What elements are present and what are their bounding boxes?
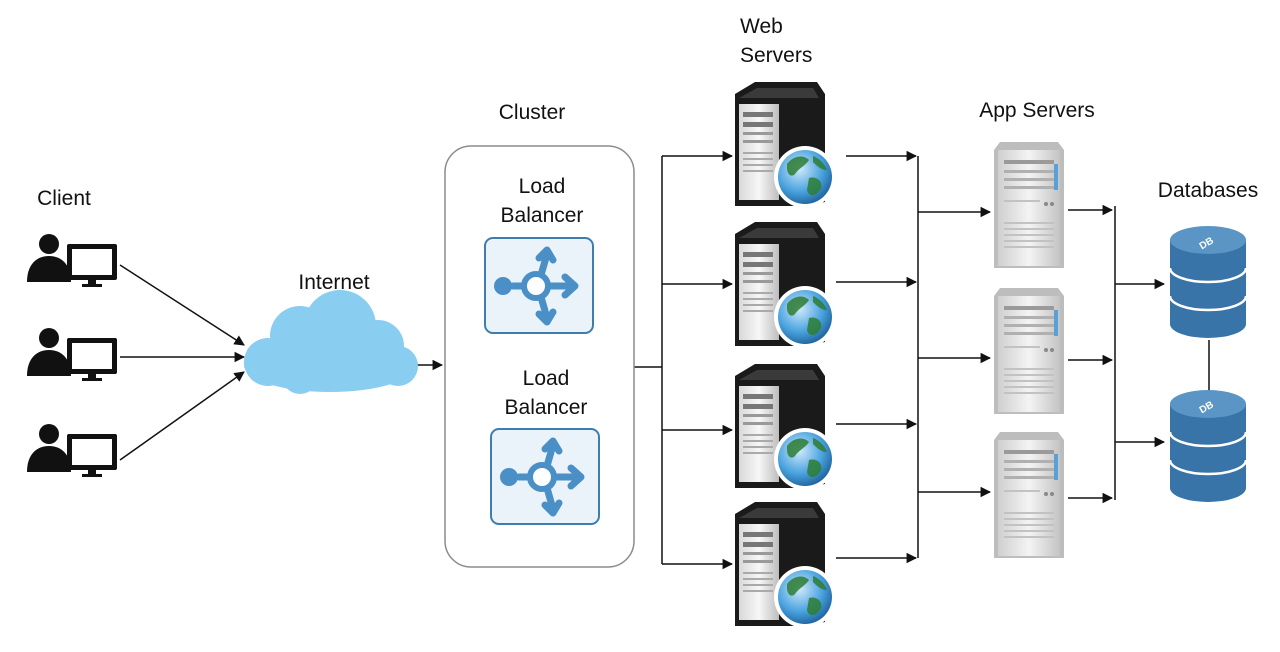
app-servers-label: App Servers (979, 99, 1095, 122)
web-server-3-globe-icon (735, 364, 836, 490)
web-to-app-servers-arrows (836, 150, 992, 564)
client-to-internet-arrows (119, 264, 246, 461)
load-balancer-1-label: Load Balancer (486, 172, 598, 230)
load-balancer-1-icon (485, 238, 593, 333)
app-to-database-arrows (1068, 204, 1166, 504)
web-servers-label-line2: Servers (740, 44, 813, 67)
client-3-person-computer-icon (27, 424, 117, 477)
web-server-4-globe-icon (735, 502, 836, 628)
load-balancer-2-label: Load Balancer (490, 364, 602, 422)
load-balancer-1-label-line1: Load (518, 175, 566, 198)
web-servers-label: Web Servers (740, 12, 840, 70)
web-server-1-globe-icon (735, 82, 836, 208)
internet-label: Internet (298, 271, 370, 294)
cluster-label: Cluster (498, 101, 566, 124)
app-server-2-icon (994, 288, 1064, 414)
load-balancer-2-label-line2: Balancer (504, 396, 588, 419)
client-1-person-computer-icon (27, 234, 117, 287)
load-balancer-1-label-line2: Balancer (500, 204, 584, 227)
load-balancer-2-icon (491, 429, 599, 524)
cluster-to-web-servers-arrows (634, 150, 734, 570)
web-server-2-globe-icon (735, 222, 836, 348)
load-balancer-2-label-line1: Load (522, 367, 570, 390)
client-2-person-computer-icon (27, 328, 117, 381)
app-server-1-icon (994, 142, 1064, 268)
app-server-3-icon (994, 432, 1064, 558)
internet-cloud-icon (244, 290, 418, 394)
client-label: Client (37, 187, 91, 210)
databases-label: Databases (1157, 179, 1259, 202)
web-servers-label-line1: Web (740, 15, 783, 38)
